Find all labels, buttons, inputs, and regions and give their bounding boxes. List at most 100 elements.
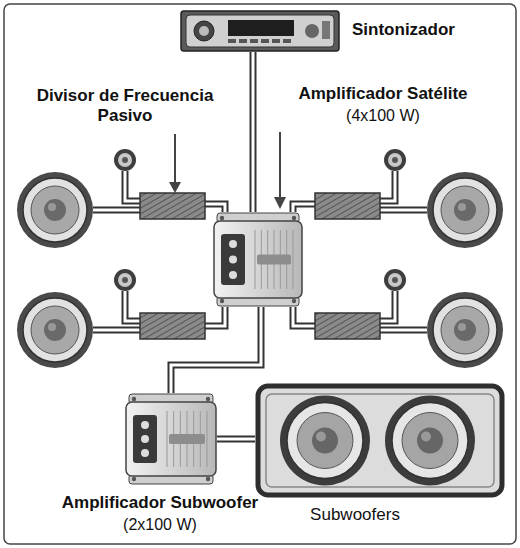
amp-knob: [229, 240, 237, 248]
signal-cable: [253, 52, 254, 212]
radio-button: [228, 39, 236, 43]
amp-knob: [229, 256, 237, 264]
amp-wire: [293, 204, 315, 212]
woofer-speaker: [427, 292, 503, 368]
amp-knob: [141, 435, 149, 443]
radio-button: [272, 39, 280, 43]
subwoofer-amplifier: Amplificador Subwoofer(2x100 W): [125, 393, 217, 485]
speaker-wire: [380, 171, 395, 201]
text-slot: (2x100 W): [10, 515, 310, 534]
signal-cable: [217, 438, 255, 441]
amp-panel: [221, 234, 245, 285]
subwoofer-box: [266, 394, 494, 487]
subwoofer-enclosure-art: [255, 383, 505, 498]
screw-hole: [220, 216, 224, 220]
amp-knob: [141, 449, 149, 457]
signal-cable: [171, 307, 261, 393]
tweeter-speaker: [384, 149, 406, 171]
woofer-speaker: [17, 292, 93, 368]
subwoofer-cap: [312, 428, 338, 454]
text-slot: (4x100 W): [253, 106, 513, 125]
passive-crossover: [315, 193, 380, 219]
node-subheading: (4x100 W): [253, 106, 513, 125]
radio-knob: [305, 24, 319, 38]
speaker-wire: [125, 291, 140, 321]
radio-button: [283, 39, 291, 43]
radio-button: [261, 39, 269, 43]
screw-hole: [292, 216, 296, 220]
amp-body: [214, 221, 302, 298]
amp-panel: [133, 415, 157, 463]
passive-crossover: [140, 193, 205, 219]
text-slot: Amplificador Subwoofer: [10, 493, 310, 513]
subwoofer-enclosure: Subwoofers: [255, 383, 505, 498]
callout-label: Divisor de Frecuencia Pasivo: [35, 86, 215, 127]
amp-logo-plate: [169, 434, 205, 444]
satellite-amplifier-art: [213, 212, 303, 307]
speaker-wire: [125, 171, 140, 201]
subwoofer-cone: [287, 403, 363, 479]
signal-cable: [171, 307, 261, 393]
radio-knob: [194, 21, 214, 41]
head-unit: Sintonizador: [180, 10, 340, 52]
subwoofer-cone: [392, 403, 468, 479]
radio-button: [239, 39, 247, 43]
node-heading: Sintonizador: [352, 20, 512, 40]
callout-arrow: [169, 132, 286, 209]
woofer-speaker: [17, 172, 93, 248]
amp-wire: [293, 307, 315, 326]
speaker-wire: [125, 171, 140, 201]
speaker-wire: [125, 291, 140, 321]
amp-wire: [205, 307, 225, 326]
heatsink-fin: [255, 230, 256, 289]
speaker-wire: [380, 291, 395, 321]
amp-logo-plate: [257, 255, 291, 265]
amp-body: [126, 402, 216, 476]
subwoofer-cap: [417, 428, 443, 454]
tweeter-speaker: [114, 149, 136, 171]
text-slot: Subwoofers: [255, 505, 455, 525]
radio-knob: [199, 26, 209, 36]
signal-cable: [171, 307, 261, 393]
frame: [4, 4, 516, 544]
signal-cable: [252, 52, 255, 212]
heatsink-fin: [207, 411, 208, 467]
subwoofer-cone: [297, 413, 353, 469]
tweeter-speaker: [114, 269, 136, 291]
text-slot: Divisor de Frecuencia Pasivo: [35, 86, 215, 127]
heatsink-fin: [167, 411, 168, 467]
speaker-wire: [380, 329, 427, 332]
speaker-wire: [93, 207, 140, 214]
node-heading: Amplificador Subwoofer: [10, 493, 310, 513]
amp-wire: [205, 204, 225, 212]
subwoofer-cone: [402, 413, 458, 469]
screw-hole: [220, 299, 224, 303]
head-unit-art: [180, 10, 340, 52]
speaker-wire: [93, 329, 140, 332]
passive-crossover: [315, 313, 380, 339]
speaker-wire: [380, 209, 427, 212]
satellite-amplifier: Amplificador Satélite(4x100 W): [213, 212, 303, 307]
radio-display: [228, 20, 294, 36]
signal-cable: [250, 52, 257, 212]
amp-knob: [229, 271, 237, 279]
radio-faceplate: [186, 15, 334, 47]
passive-crossover: [140, 313, 205, 339]
speaker-wire: [93, 327, 140, 334]
text-slot: Sintonizador: [352, 20, 512, 40]
screw-hole: [292, 299, 296, 303]
speaker-wire: [93, 209, 140, 212]
speaker-wire: [380, 291, 395, 321]
subwoofer-cone: [385, 396, 475, 486]
screw-hole: [132, 397, 136, 401]
amp-wire: [293, 307, 315, 326]
amp-wire: [205, 307, 225, 326]
signal-cable: [217, 439, 255, 440]
screw-hole: [206, 477, 210, 481]
subwoofer-amplifier-art: [125, 393, 217, 485]
subwoofer-cap: [421, 432, 431, 442]
speaker-wire: [380, 171, 395, 201]
node-subheading: (2x100 W): [10, 515, 310, 534]
speaker-wire: [380, 327, 427, 334]
